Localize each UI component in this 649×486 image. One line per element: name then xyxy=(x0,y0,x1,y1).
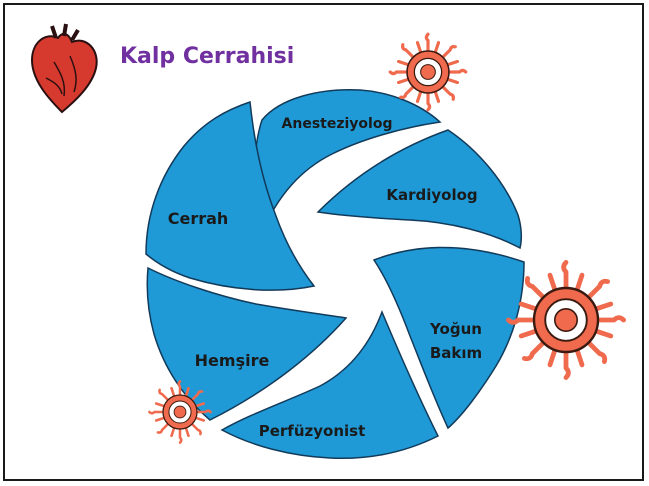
virus-icon xyxy=(148,380,212,444)
label-cerrah: Cerrah xyxy=(168,209,229,228)
segment-kardiyolog xyxy=(316,129,523,250)
segment-yogun-bakim xyxy=(372,246,525,430)
segment-cerrah xyxy=(145,100,316,291)
aperture-diagram xyxy=(145,89,525,460)
slide-title: Kalp Cerrahisi xyxy=(120,44,295,69)
label-hemsire: Hemşire xyxy=(195,351,270,370)
segment-hemsire xyxy=(146,266,348,421)
label-perfuzyonist: Perfüzyonist xyxy=(259,422,366,440)
label-kardiyolog: Kardiyolog xyxy=(386,186,477,204)
label-bakim: Bakım xyxy=(430,344,482,362)
label-anesteziyolog: Anesteziyolog xyxy=(282,116,393,132)
virus-icon xyxy=(388,32,468,112)
heart-icon xyxy=(30,23,98,114)
segment-perfuzyonist xyxy=(220,309,440,460)
virus-icon xyxy=(508,262,623,377)
label-yogun: Yoğun xyxy=(429,320,482,338)
